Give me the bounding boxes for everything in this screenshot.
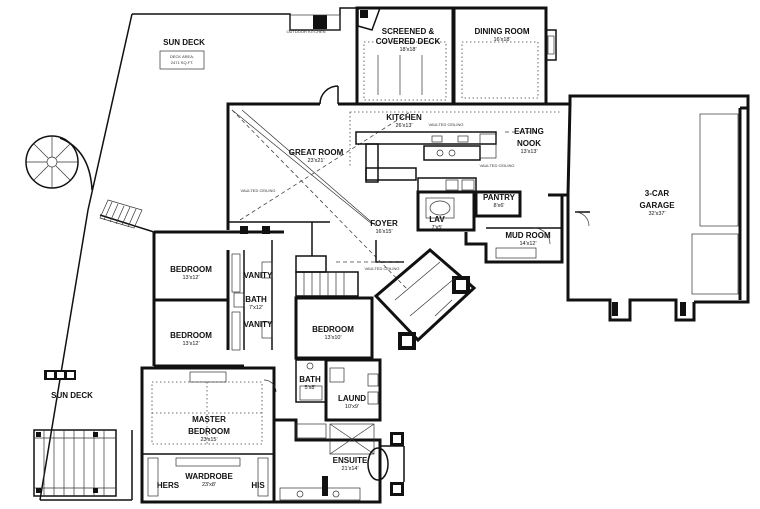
great-room-size: 23'x21' — [307, 158, 324, 164]
mud-room-label: MUD ROOM — [505, 231, 551, 240]
vaulted-ceiling-foyer: VAULTED CEILING — [365, 266, 400, 271]
dining-room — [452, 6, 557, 106]
eating-nook-label-1: EATING — [514, 127, 544, 136]
vaulted-ceiling-nook: VAULTED CEILING — [480, 163, 515, 168]
bedroom-1-label: BEDROOM — [170, 265, 212, 274]
ensuite-size: 21'x14' — [341, 466, 358, 472]
screened-deck-label-1: SCREENED & — [382, 27, 435, 36]
bedroom-2-size: 13'x12' — [182, 341, 199, 347]
kitchen-label: KITCHEN — [386, 113, 422, 122]
screened-deck-label-2: COVERED DECK — [376, 37, 441, 46]
eating-nook-size: 13'x13' — [520, 149, 537, 155]
master-suite — [140, 366, 405, 504]
bedroom-1-size: 13'x12' — [182, 275, 199, 281]
bath-hall-size: 7'x12' — [249, 305, 263, 311]
bath-small-label: BATH — [299, 375, 321, 384]
deck-stairs — [99, 199, 143, 229]
master-bedroom-label-1: MASTER — [192, 415, 226, 424]
dining-room-label: DINING ROOM — [474, 27, 529, 36]
lav-label: LAV — [429, 215, 445, 224]
dining-room-size: 16'x18' — [493, 37, 510, 43]
kitchen-counters — [349, 111, 560, 183]
pantry-label: PANTRY — [483, 193, 516, 202]
his-label: HIS — [251, 481, 265, 490]
vaulted-ceiling-kitchen: VAULTED CEILING — [429, 122, 464, 127]
wardrobe-size: 23'x8' — [202, 482, 216, 488]
sun-deck-bottom — [33, 370, 117, 497]
bedroom-3-label: BEDROOM — [312, 325, 354, 334]
sun-deck-top-label: SUN DECK — [163, 38, 205, 47]
master-bedroom-label-2: BEDROOM — [188, 427, 230, 436]
spiral-stair — [25, 135, 93, 191]
pantry-size: 8'x6' — [494, 203, 505, 209]
lav-size: 7'x5' — [432, 225, 443, 231]
master-bedroom-size: 23'x15' — [200, 437, 217, 443]
ensuite-label: ENSUITE — [333, 456, 368, 465]
laund-size: 10'x9' — [345, 404, 359, 410]
screened-deck — [355, 6, 455, 106]
deck-area-value: 2471 SQ.FT. — [171, 60, 193, 65]
deck-area-note: DECK AREA: — [170, 54, 194, 59]
laund-label: LAUND — [338, 394, 366, 403]
outdoor-kitchen-note: OUTDOOR KITCHEN — [286, 29, 325, 34]
vaulted-ceiling-great-room: VAULTED CEILING — [241, 188, 276, 193]
kitchen-size: 26'x13' — [395, 123, 412, 129]
garage-label-1: 3-CAR — [645, 189, 670, 198]
bath-small-size: 5'x8' — [305, 385, 316, 391]
bath-hall-label: BATH — [245, 295, 267, 304]
garage-label-2: GARAGE — [639, 201, 675, 210]
foyer-size: 16'x15' — [375, 229, 392, 235]
garage-size: 32'x37' — [648, 211, 665, 217]
garage — [566, 108, 742, 322]
hers-label: HERS — [157, 481, 180, 490]
great-room-label: GREAT ROOM — [289, 148, 344, 157]
foyer-entry — [336, 240, 477, 350]
bedroom-2-label: BEDROOM — [170, 331, 212, 340]
vanity-1-label: VANITY — [244, 271, 273, 280]
mud-room-size: 14'x12' — [519, 241, 536, 247]
sun-deck-bottom-label: SUN DECK — [51, 391, 93, 400]
screened-deck-size: 18'x18' — [399, 47, 416, 53]
service-rooms — [416, 177, 564, 264]
foyer-label: FOYER — [370, 219, 398, 228]
eating-nook-label-2: NOOK — [517, 139, 541, 148]
vanity-2-label: VANITY — [244, 320, 273, 329]
main-walls — [226, 85, 750, 304]
bedroom-wing — [152, 222, 382, 422]
bedroom-3-size: 13'x10' — [324, 335, 341, 341]
wardrobe-label: WARDROBE — [185, 472, 233, 481]
sun-deck-top — [25, 7, 358, 501]
